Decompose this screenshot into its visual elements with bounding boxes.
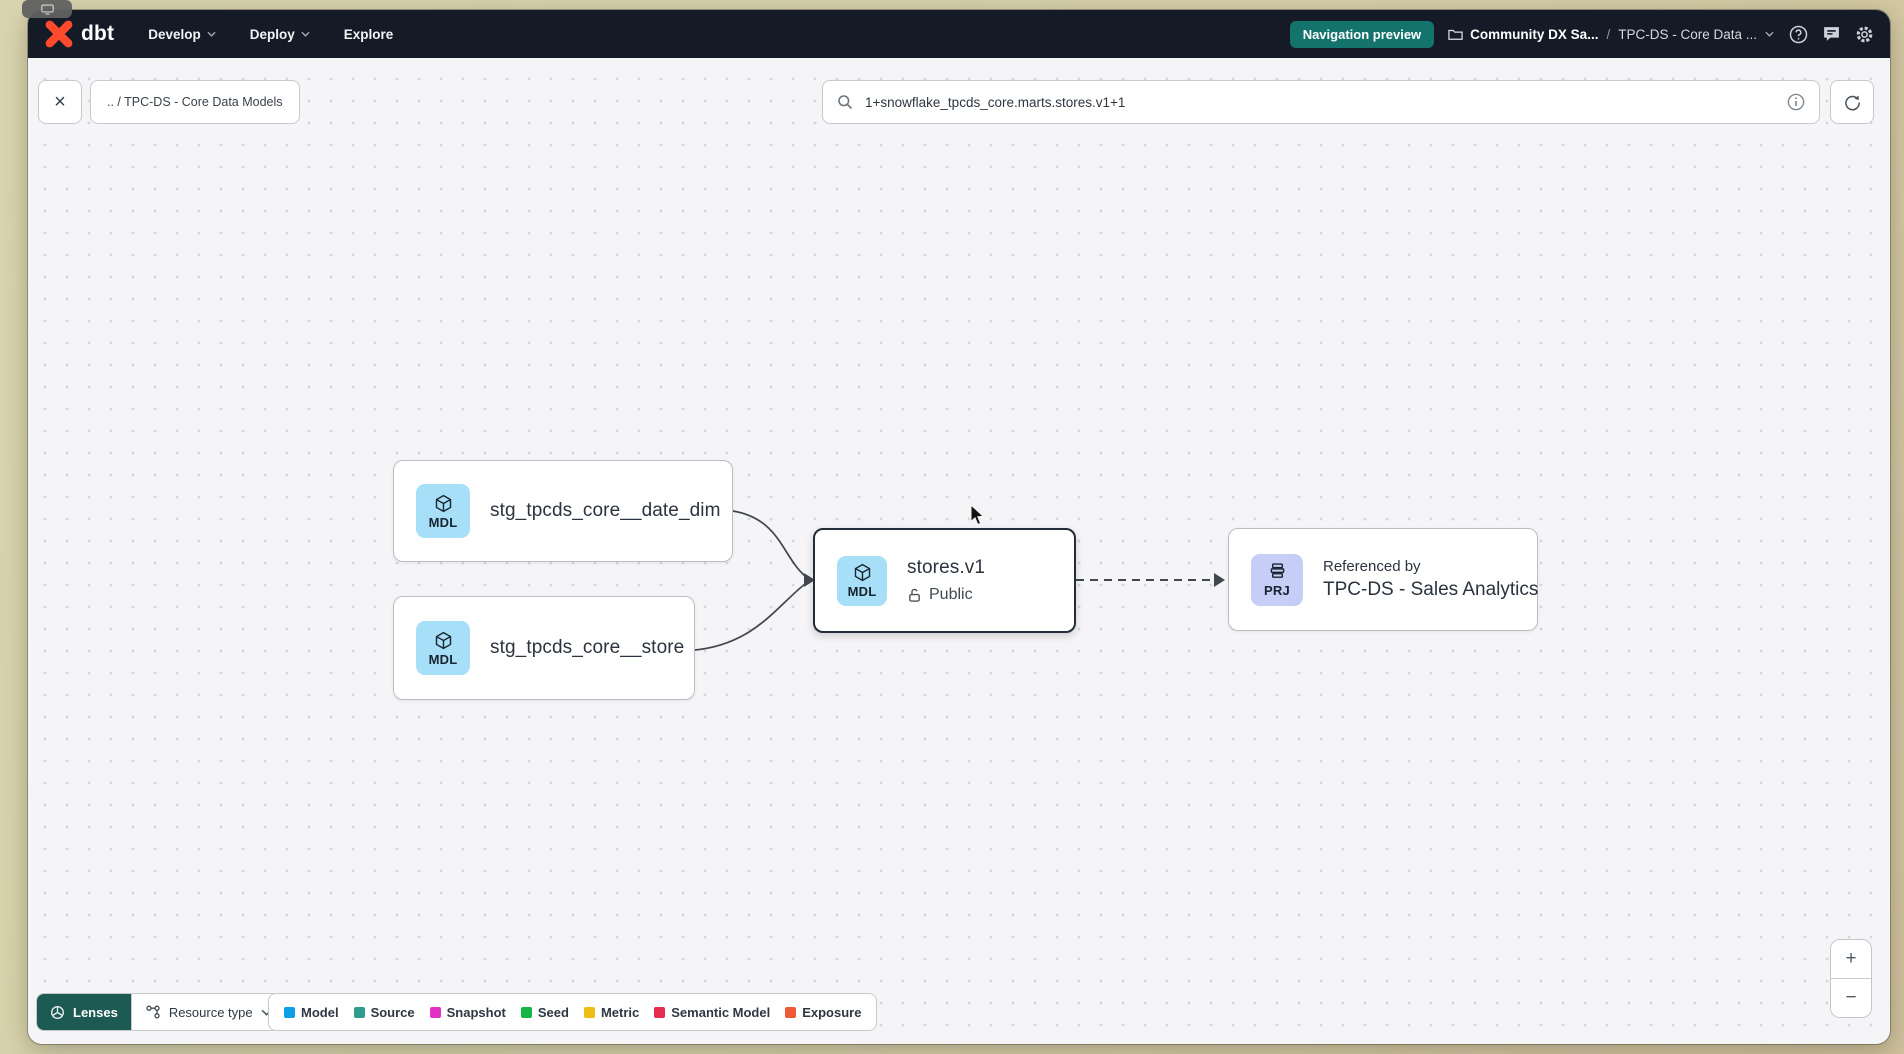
legend-swatch — [520, 1006, 532, 1018]
legend-swatch — [284, 1006, 295, 1018]
legend-label: Seed — [537, 1004, 569, 1020]
refresh-lineage-button[interactable] — [1830, 80, 1874, 124]
nav-right-section: Navigation preview Community DX Sa... / … — [1289, 20, 1874, 48]
legend-swatch — [429, 1006, 441, 1018]
legend-item-source: Source — [353, 1004, 415, 1020]
monitor-icon — [40, 3, 54, 15]
legend-swatch — [785, 1006, 797, 1018]
project-badge: PRJ — [1251, 553, 1303, 606]
zoom-in-button[interactable]: + — [1831, 940, 1871, 978]
logo-text: dbt — [81, 22, 115, 45]
lens-aperture-icon — [51, 1005, 64, 1019]
menu-develop-label: Develop — [148, 26, 201, 42]
access-label: Public — [929, 586, 973, 603]
info-icon[interactable] — [1787, 93, 1805, 111]
badge-label: MDL — [847, 584, 877, 599]
project-drawers-icon — [1270, 563, 1284, 578]
node-stores-v1-selected[interactable]: MDL stores.v1 Public — [813, 528, 1076, 633]
resource-type-dropdown[interactable]: Resource type — [130, 994, 285, 1030]
search-icon — [838, 95, 853, 110]
model-cube-icon — [435, 494, 451, 512]
close-icon: × — [54, 90, 66, 113]
model-cube-icon — [854, 563, 870, 582]
zoom-out-button[interactable]: − — [1831, 978, 1871, 1017]
resource-type-legend: Model Source Snapshot Seed Metric Semant… — [268, 993, 878, 1031]
unlock-icon — [909, 588, 920, 602]
navigation-preview-badge[interactable]: Navigation preview — [1289, 20, 1435, 48]
legend-item-snapshot: Snapshot — [429, 1004, 506, 1020]
model-badge: MDL — [416, 484, 470, 538]
top-navigation-bar: dbt Develop Deploy Explore Navigation pr… — [28, 10, 1890, 58]
lenses-button[interactable]: Lenses — [37, 994, 131, 1030]
legend-label: Source — [370, 1004, 415, 1020]
node-label: TPC-DS - Sales Analytics — [1323, 579, 1539, 600]
legend-label: Model — [301, 1004, 339, 1020]
node-stg-tpcds-core-date-dim[interactable]: MDL stg_tpcds_core__date_dim — [393, 460, 733, 562]
node-label: stores.v1 — [907, 557, 985, 578]
node-referenced-by-project[interactable]: PRJ Referenced by TPC-DS - Sales Analyti… — [1228, 528, 1538, 631]
lineage-canvas[interactable] — [28, 58, 1890, 1044]
breadcrumb-page-label: TPC-DS - Core Data ... — [1618, 26, 1757, 42]
menu-explore-label: Explore — [343, 26, 394, 42]
legend-swatch — [654, 1006, 666, 1018]
folder-icon — [1448, 29, 1463, 40]
node-text-block: stores.v1 Public — [907, 557, 985, 604]
legend-label: Snapshot — [446, 1004, 506, 1020]
node-stg-tpcds-core-store[interactable]: MDL stg_tpcds_core__store — [393, 596, 695, 700]
menu-deploy[interactable]: Deploy — [250, 27, 310, 42]
node-label: stg_tpcds_core__date_dim — [490, 500, 721, 521]
zoom-controls: + − — [1830, 939, 1872, 1018]
legend-swatch — [353, 1006, 365, 1018]
badge-label: MDL — [428, 651, 458, 667]
close-lineage-button[interactable]: × — [38, 80, 82, 124]
breadcrumb-project[interactable]: Community DX Sa... — [1448, 27, 1598, 42]
legend-item-metric: Metric — [583, 1004, 640, 1020]
legend-item-model: Model — [284, 1005, 339, 1020]
resource-type-label: Resource type — [168, 1004, 253, 1020]
lineage-search-box — [822, 80, 1820, 124]
legend-item-semantic-model: Semantic Model — [654, 1005, 770, 1020]
badge-label: MDL — [428, 514, 458, 530]
help-icon[interactable] — [1788, 24, 1808, 44]
legend-item-exposure: Exposure — [785, 1005, 861, 1020]
context-chip-label: .. / TPC-DS - Core Data Models — [107, 95, 283, 109]
menu-deploy-label: Deploy — [249, 26, 295, 42]
settings-gear-icon[interactable] — [1854, 24, 1874, 44]
model-cube-icon — [435, 631, 451, 649]
breadcrumb-separator: / — [1606, 26, 1611, 42]
feedback-icon[interactable] — [1821, 24, 1841, 44]
nav-icon-group — [1788, 24, 1874, 44]
model-badge: MDL — [416, 621, 470, 675]
menu-explore[interactable]: Explore — [344, 27, 394, 42]
refresh-icon — [1844, 95, 1860, 110]
chevron-down-icon — [1765, 31, 1774, 37]
legend-swatch — [583, 1006, 595, 1018]
access-row: Public — [907, 586, 985, 604]
breadcrumb: Community DX Sa... / TPC-DS - Core Data … — [1448, 27, 1774, 42]
referenced-by-label: Referenced by — [1323, 558, 1421, 575]
menu-develop[interactable]: Develop — [148, 27, 216, 42]
legend-label: Semantic Model — [671, 1004, 771, 1020]
breadcrumb-page[interactable]: TPC-DS - Core Data ... — [1618, 27, 1774, 42]
badge-label: PRJ — [1264, 583, 1290, 598]
app-window: dbt Develop Deploy Explore Navigation pr… — [28, 10, 1890, 1044]
chevron-down-icon — [207, 31, 216, 37]
legend-item-seed: Seed — [520, 1004, 569, 1020]
node-label: stg_tpcds_core__store — [490, 637, 685, 658]
node-text-block: Referenced by TPC-DS - Sales Analytics — [1323, 558, 1538, 601]
legend-label: Metric — [600, 1004, 640, 1020]
breadcrumb-project-label: Community DX Sa... — [1470, 26, 1599, 42]
screen-share-pill — [22, 0, 72, 18]
dbt-logo[interactable]: dbt — [44, 19, 114, 49]
chevron-down-icon — [301, 31, 310, 37]
lenses-label: Lenses — [73, 1004, 118, 1020]
lineage-selector-input[interactable] — [863, 93, 1777, 111]
legend-label: Exposure — [802, 1004, 862, 1020]
main-menu: Develop Deploy Explore — [148, 27, 393, 42]
dbt-logo-icon — [45, 20, 73, 48]
model-badge: MDL — [837, 555, 887, 606]
lineage-context-chip[interactable]: .. / TPC-DS - Core Data Models — [90, 80, 300, 124]
lenses-control-group: Lenses Resource type — [36, 993, 286, 1031]
resource-type-icon — [146, 1005, 160, 1019]
